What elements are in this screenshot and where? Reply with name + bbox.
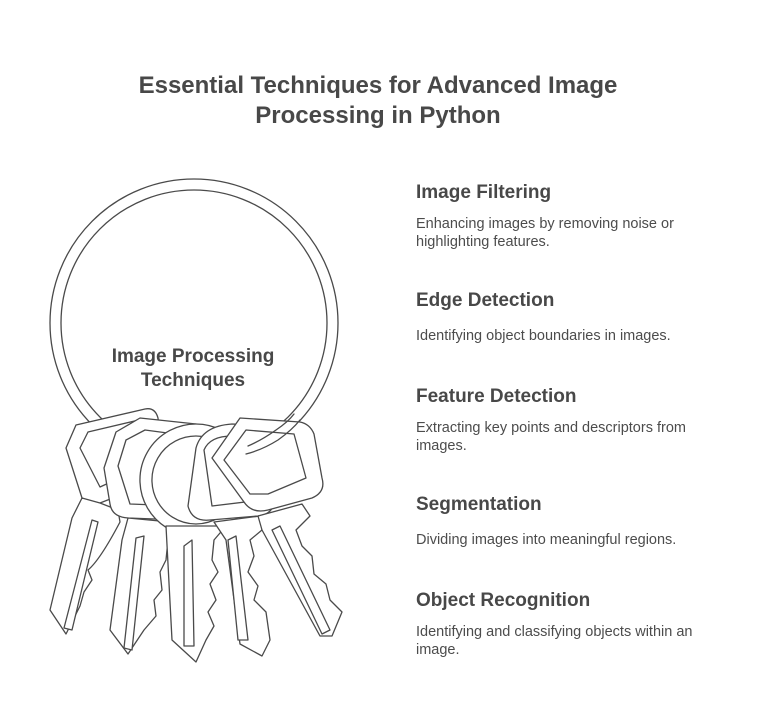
technique-description: Dividing images into meaningful regions. bbox=[416, 532, 677, 548]
technique-title: Segmentation bbox=[416, 494, 542, 515]
technique-title: Edge Detection bbox=[416, 290, 555, 311]
technique-title: Object Recognition bbox=[416, 590, 591, 611]
technique-title: Image Filtering bbox=[416, 182, 552, 203]
technique-item: Segmentation Dividing images into meanin… bbox=[416, 493, 736, 549]
key-icon bbox=[211, 417, 343, 637]
technique-description: Identifying and classifying objects with… bbox=[416, 624, 693, 658]
technique-description: Enhancing images by removing noise or hi… bbox=[416, 216, 674, 250]
technique-title: Feature Detection bbox=[416, 386, 577, 407]
technique-item: Edge Detection Identifying object bounda… bbox=[416, 289, 736, 345]
technique-description: Extracting key points and descriptors fr… bbox=[416, 420, 686, 454]
center-label: Image Processing Techniques bbox=[111, 346, 275, 391]
technique-item: Image Filtering Enhancing images by remo… bbox=[416, 181, 736, 251]
technique-item: Object Recognition Identifying and class… bbox=[416, 589, 736, 659]
technique-description: Identifying object boundaries in images. bbox=[416, 328, 671, 344]
technique-item: Feature Detection Extracting key points … bbox=[416, 385, 736, 455]
diagram-title: Essential Techniques for Advanced Image … bbox=[138, 72, 618, 129]
